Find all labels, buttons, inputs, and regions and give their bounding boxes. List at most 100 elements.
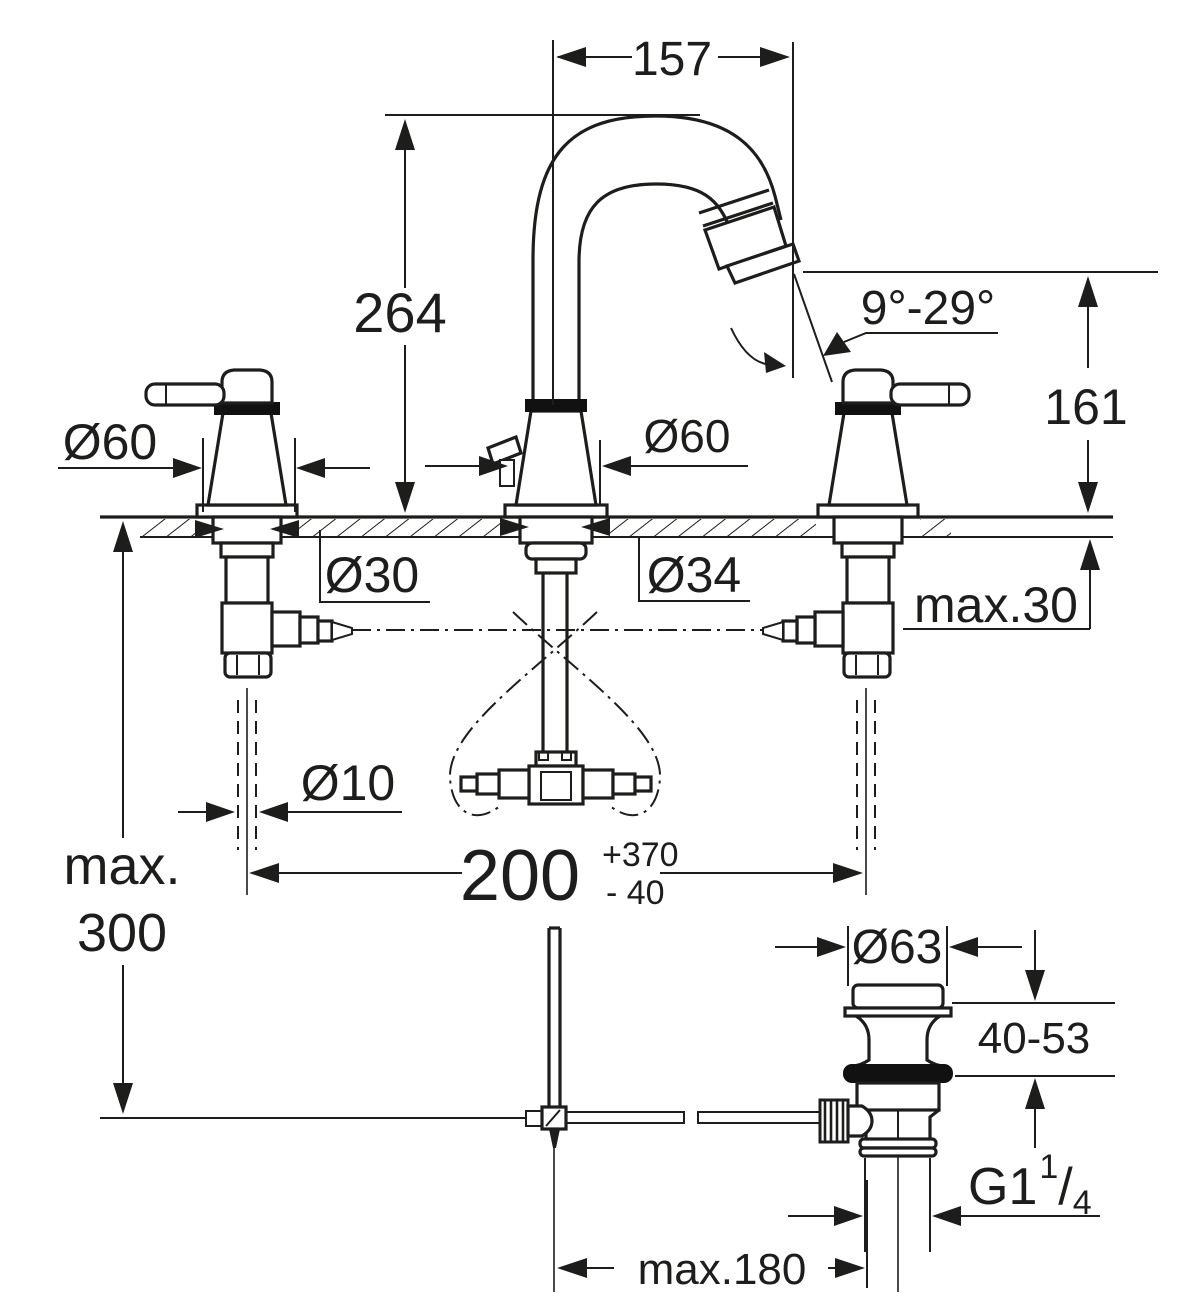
right-lever bbox=[889, 382, 971, 407]
tee-notch bbox=[538, 751, 549, 761]
right-handle-band bbox=[835, 402, 901, 415]
arrowhead bbox=[195, 520, 224, 538]
stream-line bbox=[793, 273, 833, 383]
right-outlet-step3 bbox=[781, 619, 799, 643]
arrowhead bbox=[764, 352, 786, 373]
dim-hole-spacing-tol-plus: +370 bbox=[602, 836, 679, 874]
arrowhead bbox=[270, 520, 299, 538]
dim-rod-reach: max.180 bbox=[557, 1180, 868, 1294]
rod-taper bbox=[549, 1129, 560, 1148]
right-shank bbox=[845, 555, 891, 605]
arrowhead bbox=[1025, 1078, 1045, 1109]
leader-line bbox=[319, 530, 430, 603]
thread-slash: / bbox=[1058, 1158, 1073, 1216]
arrowhead bbox=[395, 482, 415, 513]
hose-swing-right bbox=[512, 611, 662, 817]
dim-body-diameter-center: Ø60 bbox=[425, 410, 748, 505]
hose-centerlines bbox=[352, 611, 788, 817]
right-locknut bbox=[832, 515, 904, 545]
dim-rod-diameter: Ø10 bbox=[178, 755, 402, 822]
arrowhead bbox=[581, 518, 610, 536]
left-outlet-tip bbox=[331, 620, 353, 642]
left-washer bbox=[219, 541, 275, 559]
left-handle-assembly bbox=[144, 368, 353, 895]
dim-body-diameter-center-label: Ø60 bbox=[644, 410, 731, 462]
left-valve-body bbox=[220, 601, 274, 655]
tee-right-fitting2 bbox=[611, 772, 637, 796]
tee-right-fitting3 bbox=[633, 775, 653, 793]
rod-joint-mark bbox=[545, 1109, 561, 1127]
arrowhead bbox=[760, 47, 790, 67]
arrowhead bbox=[1078, 482, 1098, 513]
arrowhead bbox=[296, 458, 325, 478]
leader-line bbox=[638, 537, 750, 602]
right-handle-assembly bbox=[762, 368, 971, 895]
right-bottom-nut bbox=[842, 651, 892, 679]
arrowhead bbox=[823, 332, 851, 356]
left-outlet-step2 bbox=[298, 615, 320, 645]
dim-spout-reach-label: 157 bbox=[632, 33, 712, 86]
left-outlet-step3 bbox=[316, 619, 334, 643]
leader-line bbox=[843, 332, 998, 343]
rod-clevis bbox=[525, 1110, 543, 1127]
spout-washer bbox=[524, 541, 588, 561]
dim-max-depth: max. 300 bbox=[63, 521, 181, 1114]
waste-plug-flange bbox=[843, 1006, 953, 1018]
arrowhead bbox=[835, 1258, 865, 1278]
dim-rod-diameter-label: Ø10 bbox=[301, 755, 396, 811]
deck-hatch bbox=[609, 519, 816, 537]
dim-waste-diameter: Ø63 bbox=[775, 921, 1022, 986]
arrowhead bbox=[259, 802, 288, 822]
popup-knob bbox=[486, 434, 523, 467]
spout-adapter bbox=[534, 557, 578, 575]
left-shank bbox=[224, 555, 270, 605]
left-base-flange bbox=[195, 503, 299, 519]
dim-hole-spacing-value: 200 bbox=[460, 836, 580, 916]
arrowhead bbox=[206, 802, 235, 822]
dim-max-depth-value: 300 bbox=[77, 903, 167, 963]
arrowhead bbox=[602, 456, 631, 476]
dim-thread-size: G11/4 bbox=[788, 1148, 1100, 1252]
waste-knob bbox=[818, 1098, 850, 1144]
dim-handle-diameter-left: Ø60 bbox=[58, 414, 370, 512]
left-handle-band bbox=[214, 402, 280, 415]
arrowhead bbox=[949, 937, 978, 957]
dim-max-depth-word: max. bbox=[63, 836, 180, 896]
right-handle-body bbox=[827, 411, 909, 507]
spout-band bbox=[525, 399, 587, 412]
dim-hole-diameter-left-label: Ø30 bbox=[325, 547, 420, 603]
tee-left-fitting2 bbox=[475, 772, 501, 796]
waste-neck-left bbox=[851, 1014, 871, 1068]
dim-handle-diameter-left-label: Ø60 bbox=[63, 414, 158, 470]
spout-outer-curve bbox=[531, 114, 783, 399]
arrowhead bbox=[834, 1206, 863, 1226]
right-outlet-step2 bbox=[795, 615, 817, 645]
tee-left-fitting3 bbox=[459, 775, 479, 793]
nozzle-joint-line bbox=[698, 188, 770, 215]
left-lever bbox=[144, 382, 226, 407]
waste-gasket bbox=[843, 1064, 953, 1083]
dim-outlet-height: 161 bbox=[803, 271, 1158, 513]
tee-left-fitting1 bbox=[497, 768, 531, 800]
waste-knob-hub bbox=[846, 1104, 874, 1138]
dim-spout-height: 264 bbox=[353, 114, 700, 513]
left-handle-hub bbox=[220, 368, 274, 405]
dim-spout-height-label: 264 bbox=[353, 281, 446, 344]
deck-hatch bbox=[299, 519, 503, 537]
deck-hatch bbox=[142, 519, 197, 537]
hose-swing-left bbox=[448, 611, 598, 817]
dim-deck-thickness: max.30 bbox=[903, 539, 1100, 633]
tee-right-fitting1 bbox=[581, 768, 615, 800]
arrowhead bbox=[817, 937, 846, 957]
dim-thread-size-label: G11/4 bbox=[968, 1148, 1092, 1222]
dim-hole-diameter-center-label: Ø34 bbox=[647, 547, 742, 603]
dim-hole-spacing-tol-minus: - 40 bbox=[606, 874, 665, 912]
arrowhead bbox=[479, 456, 508, 476]
arrowhead bbox=[173, 458, 202, 478]
nozzle-joint-line bbox=[702, 201, 774, 228]
arrowhead bbox=[556, 47, 586, 67]
right-base-flange bbox=[816, 503, 920, 519]
thread-denominator: 4 bbox=[1073, 1184, 1092, 1222]
spout-assembly bbox=[459, 114, 802, 806]
dim-rod-reach-label: max.180 bbox=[638, 1245, 807, 1294]
